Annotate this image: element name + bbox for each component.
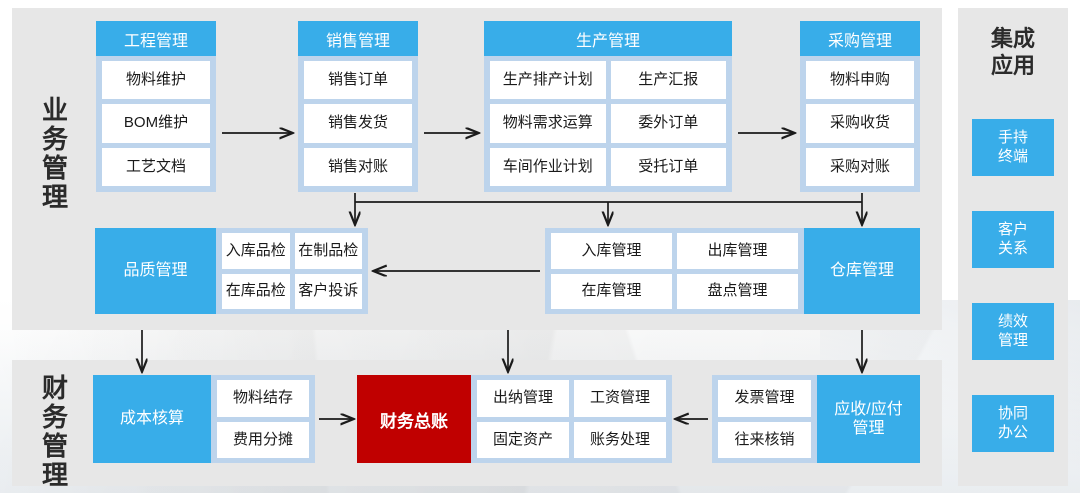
fin-label-char-0: 财 bbox=[41, 373, 68, 403]
apps-title-line-1: 应用 bbox=[990, 52, 1035, 78]
app-button-handheld-terminal[interactable]: 手持 终端 bbox=[972, 119, 1054, 176]
biz-label-char-3: 理 bbox=[41, 182, 68, 213]
cell-settlement-writeoff[interactable]: 往来核销 bbox=[718, 421, 811, 458]
cell-inbound-inspection[interactable]: 入库品检 bbox=[222, 233, 290, 269]
module-title-cost-accounting: 成本核算 bbox=[93, 375, 211, 463]
app-crm-line-0: 客户 bbox=[997, 221, 1028, 239]
cell-bom-maintenance[interactable]: BOM维护 bbox=[102, 104, 210, 143]
module-title-warehouse: 仓库管理 bbox=[804, 228, 920, 314]
cell-purchase-reconciliation[interactable]: 采购对账 bbox=[806, 147, 914, 186]
apps-title-line-0: 集成 bbox=[990, 26, 1035, 51]
cell-entrusted-order[interactable]: 受托订单 bbox=[610, 147, 726, 186]
cell-fixed-assets[interactable]: 固定资产 bbox=[477, 421, 569, 458]
module-general-ledger[interactable]: 财务总账 bbox=[357, 375, 471, 463]
cell-customer-complaint[interactable]: 客户投诉 bbox=[294, 273, 362, 309]
module-title-sales: 销售管理 bbox=[298, 21, 418, 56]
module-cost-accounting[interactable]: 成本核算 物料结存 费用分摊 bbox=[93, 375, 315, 463]
module-quality-management[interactable]: 品质管理 入库品检 在制品检 在库品检 客户投诉 bbox=[95, 228, 368, 314]
module-production-management[interactable]: 生产管理 生产排产计划 生产汇报 物料需求运算 委外订单 车间作业计划 受托订单 bbox=[484, 21, 732, 192]
receivable-payable-line-1: 管理 bbox=[852, 420, 885, 437]
cell-expense-allocation[interactable]: 费用分摊 bbox=[217, 421, 309, 458]
app-button-performance-management[interactable]: 绩效 管理 bbox=[972, 303, 1054, 360]
fin-label-char-1: 务 bbox=[41, 402, 68, 433]
cell-outsourcing-order[interactable]: 委外订单 bbox=[610, 104, 726, 143]
module-title-receivable-payable: 应收/应付 管理 bbox=[817, 375, 920, 463]
cell-production-schedule-plan[interactable]: 生产排产计划 bbox=[490, 61, 606, 100]
cell-process-document[interactable]: 工艺文档 bbox=[102, 147, 210, 186]
app-performance-line-0: 绩效 bbox=[997, 313, 1028, 331]
fin-label-char-2: 管 bbox=[41, 431, 68, 462]
cell-instock-inspection[interactable]: 在库品检 bbox=[222, 273, 290, 309]
module-title-engineering: 工程管理 bbox=[96, 21, 216, 56]
cell-sales-reconciliation[interactable]: 销售对账 bbox=[304, 147, 412, 186]
receivable-payable-line-0: 应收/应付 bbox=[834, 400, 903, 418]
module-receivable-payable[interactable]: 发票管理 往来核销 应收/应付 管理 bbox=[712, 375, 920, 463]
integrated-apps-title: 集成 应用 bbox=[958, 26, 1068, 80]
module-title-quality: 品质管理 bbox=[95, 228, 216, 314]
cell-invoice-management[interactable]: 发票管理 bbox=[718, 380, 811, 417]
cell-purchase-receipt[interactable]: 采购收货 bbox=[806, 104, 914, 143]
cell-material-requisition[interactable]: 物料申购 bbox=[806, 61, 914, 100]
cell-cashier-management[interactable]: 出纳管理 bbox=[477, 380, 569, 417]
app-handheld-line-1: 终端 bbox=[997, 147, 1028, 165]
module-sales-management[interactable]: 销售管理 销售订单 销售发货 销售对账 bbox=[298, 21, 418, 192]
cell-accounting-processing[interactable]: 账务处理 bbox=[574, 421, 666, 458]
fin-label-char-3: 理 bbox=[41, 460, 68, 491]
app-button-collaborative-office[interactable]: 协同 办公 bbox=[972, 395, 1054, 452]
module-title-production: 生产管理 bbox=[484, 21, 732, 56]
cell-production-report[interactable]: 生产汇报 bbox=[610, 61, 726, 100]
cell-wip-inspection[interactable]: 在制品检 bbox=[294, 233, 362, 269]
cell-payroll-management[interactable]: 工资管理 bbox=[574, 380, 666, 417]
finance-management-label: 财 务 管 理 bbox=[38, 373, 72, 491]
cell-workshop-operation-plan[interactable]: 车间作业计划 bbox=[490, 147, 606, 186]
module-purchase-management[interactable]: 采购管理 物料申购 采购收货 采购对账 bbox=[800, 21, 920, 192]
biz-label-char-2: 管 bbox=[41, 153, 68, 184]
cell-instock-management[interactable]: 在库管理 bbox=[551, 273, 672, 309]
cell-inbound-management[interactable]: 入库管理 bbox=[551, 233, 672, 269]
cell-material-requirement-calculation[interactable]: 物料需求运算 bbox=[490, 104, 606, 143]
cell-material-balance[interactable]: 物料结存 bbox=[217, 380, 309, 417]
app-button-customer-relations[interactable]: 客户 关系 bbox=[972, 211, 1054, 268]
module-engineering-management[interactable]: 工程管理 物料维护 BOM维护 工艺文档 bbox=[96, 21, 216, 192]
cell-sales-order[interactable]: 销售订单 bbox=[304, 61, 412, 100]
business-management-label: 业 务 管 理 bbox=[38, 95, 72, 213]
cell-sales-delivery[interactable]: 销售发货 bbox=[304, 104, 412, 143]
module-title-purchase: 采购管理 bbox=[800, 21, 920, 56]
biz-label-char-0: 业 bbox=[41, 95, 68, 125]
app-office-line-0: 协同 bbox=[997, 405, 1028, 423]
cell-stocktaking-management[interactable]: 盘点管理 bbox=[677, 273, 798, 309]
module-warehouse-management[interactable]: 入库管理 出库管理 在库管理 盘点管理 仓库管理 bbox=[545, 228, 920, 314]
app-handheld-line-0: 手持 bbox=[997, 129, 1028, 147]
app-performance-line-1: 管理 bbox=[997, 331, 1028, 349]
module-ledger-functions[interactable]: 出纳管理 工资管理 固定资产 账务处理 bbox=[471, 375, 672, 463]
biz-label-char-1: 务 bbox=[41, 124, 68, 155]
cell-outbound-management[interactable]: 出库管理 bbox=[677, 233, 798, 269]
app-crm-line-1: 关系 bbox=[997, 239, 1028, 257]
cell-material-maintenance[interactable]: 物料维护 bbox=[102, 61, 210, 100]
app-office-line-1: 办公 bbox=[997, 423, 1028, 441]
